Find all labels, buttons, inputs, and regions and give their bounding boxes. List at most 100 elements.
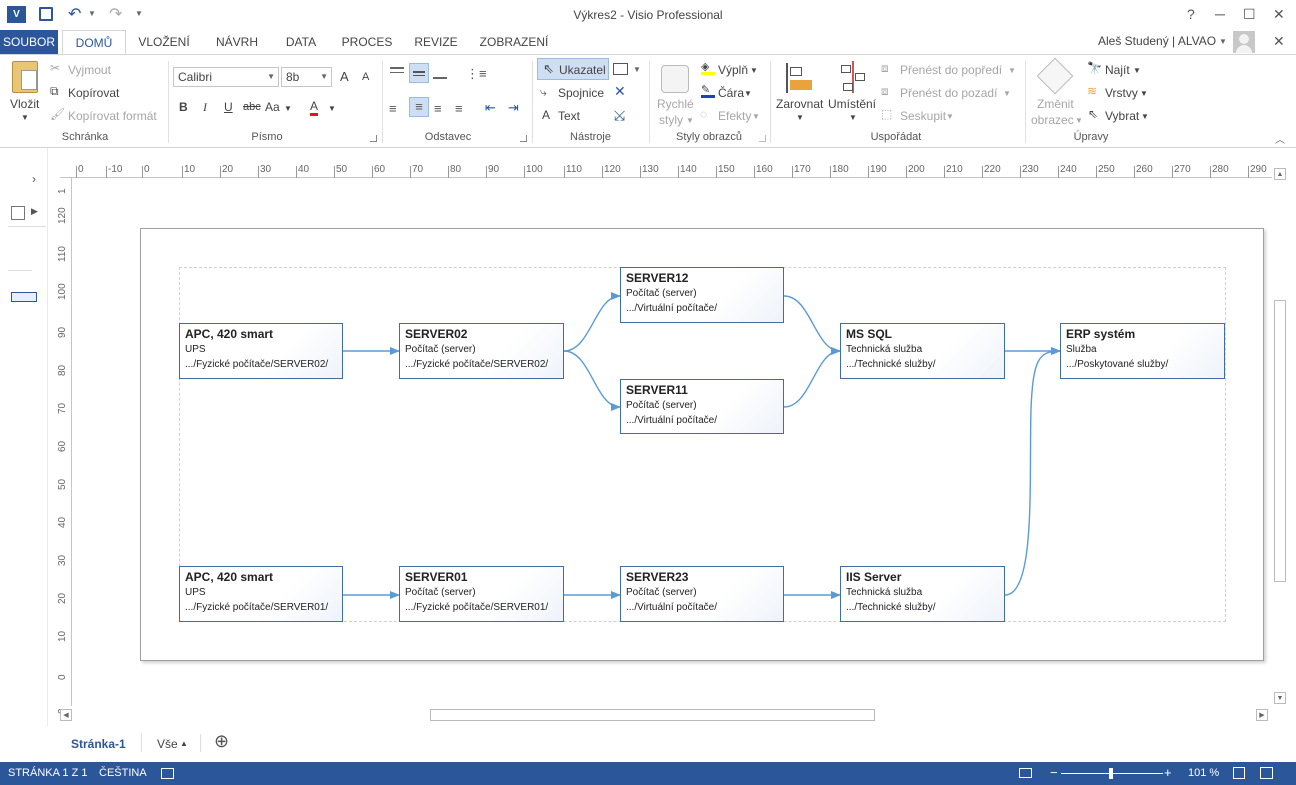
chevron-down-icon[interactable]: ▼ [750, 66, 758, 75]
language-status[interactable]: ČEŠTINA [99, 767, 147, 779]
align-shapes-icon[interactable] [784, 63, 814, 93]
font-size-combo[interactable]: 8b▼ [281, 67, 332, 87]
shapes-stencil-icon[interactable] [11, 206, 25, 220]
redo-icon[interactable]: ↷ [109, 6, 123, 23]
chevron-down-icon[interactable]: ▼ [1133, 66, 1141, 75]
quick-styles-icon[interactable] [661, 65, 689, 93]
vertical-scroll-thumb[interactable] [1274, 300, 1286, 582]
zoom-level[interactable]: 101 % [1188, 767, 1220, 779]
effects-button[interactable]: Efekty [718, 109, 752, 123]
presentation-mode-icon[interactable] [1019, 768, 1032, 778]
horizontal-scrollbar[interactable]: ◀ ▶ [60, 708, 1272, 724]
node-server23[interactable]: SERVER23 Počítač (server) .../Virtuální … [620, 566, 784, 622]
tab-file[interactable]: SOUBOR [0, 30, 58, 54]
data-graphic-icon[interactable] [11, 292, 37, 302]
scroll-down-icon[interactable]: ▼ [1274, 692, 1286, 704]
switch-windows-icon[interactable] [1260, 767, 1273, 779]
tab-home[interactable]: DOMŮ [62, 30, 126, 54]
bring-to-front-button[interactable]: Přenést do popředí [900, 63, 1003, 77]
align-right-icon[interactable]: ≡ [434, 101, 442, 116]
collapse-ribbon-icon[interactable]: ︿ [1275, 135, 1285, 146]
chevron-down-icon[interactable]: ▼ [1008, 66, 1016, 75]
change-shape-label-1[interactable]: Změnit [1037, 97, 1074, 111]
expand-shapes-icon[interactable]: › [32, 172, 36, 186]
zoom-slider-thumb[interactable] [1109, 768, 1113, 779]
close-button[interactable]: ✕ [1273, 6, 1285, 22]
chevron-down-icon[interactable]: ▼ [946, 112, 954, 121]
align-top-icon[interactable] [390, 67, 404, 77]
add-page-button[interactable]: ⊕ [214, 731, 230, 751]
node-erp[interactable]: ERP systém Služba .../Poskytované služby… [1060, 323, 1225, 379]
bullets-icon[interactable]: ⋮≡ [466, 66, 487, 81]
chevron-down-icon[interactable]: ▼ [796, 113, 804, 122]
macro-record-icon[interactable] [161, 768, 174, 779]
node-server01[interactable]: SERVER01 Počítač (server) .../Fyzické po… [399, 566, 564, 622]
tab-design[interactable]: NÁVRH [215, 35, 258, 49]
zoom-in-button[interactable]: + [1164, 765, 1172, 780]
tab-review[interactable]: REVIZE [414, 35, 458, 49]
layers-button[interactable]: Vrstvy [1105, 86, 1138, 100]
chevron-down-icon[interactable]: ▼ [328, 104, 336, 113]
customize-qat-icon[interactable]: ▼ [135, 9, 143, 18]
node-apc-2[interactable]: APC, 420 smart UPS .../Fyzické počítače/… [179, 566, 343, 622]
node-server11[interactable]: SERVER11 Počítač (server) .../Virtuální … [620, 379, 784, 434]
chevron-down-icon[interactable]: ▼ [1141, 112, 1149, 121]
scroll-right-icon[interactable]: ▶ [1256, 709, 1268, 721]
change-shape-label-2[interactable]: obrazec [1031, 113, 1074, 127]
page-tab-1[interactable]: Stránka-1 [71, 737, 126, 751]
fill-button[interactable]: Výplň [718, 63, 749, 77]
font-name-combo[interactable]: Calibri▼ [173, 67, 279, 87]
scroll-left-icon[interactable]: ◀ [60, 709, 72, 721]
undo-icon[interactable]: ↶ [68, 6, 82, 23]
font-dialog-launcher-icon[interactable] [370, 135, 377, 142]
find-button[interactable]: Najít [1105, 63, 1130, 77]
avatar[interactable] [1233, 31, 1255, 53]
justify-icon[interactable]: ≡ [455, 101, 463, 116]
chevron-down-icon[interactable]: ▼ [752, 112, 760, 121]
paste-icon[interactable] [12, 61, 38, 93]
decrease-indent-icon[interactable]: ⇤ [485, 100, 496, 115]
bold-button[interactable]: B [179, 100, 188, 114]
zoom-out-button[interactable]: − [1050, 765, 1058, 780]
align-bottom-icon[interactable] [433, 69, 447, 79]
paste-button[interactable]: Vložit [10, 97, 40, 111]
align-center-icon[interactable]: ≡ [409, 97, 429, 117]
visio-app-icon[interactable]: V [7, 6, 26, 23]
chevron-down-icon[interactable]: ▼ [686, 116, 694, 125]
position-button[interactable]: Umístění [828, 97, 877, 111]
paste-dropdown-icon[interactable]: ▼ [21, 113, 29, 122]
vertical-scrollbar[interactable]: ▲ ▼ [1272, 168, 1288, 708]
close-icon[interactable]: ✕ [614, 83, 626, 99]
align-middle-icon[interactable] [409, 63, 429, 83]
undo-dropdown-icon[interactable]: ▼ [88, 9, 96, 18]
position-icon[interactable] [838, 61, 868, 93]
node-ms-sql[interactable]: MS SQL Technická služba .../Technické sl… [840, 323, 1005, 379]
scroll-up-icon[interactable]: ▲ [1274, 168, 1286, 180]
user-name[interactable]: Aleš Studený | ALVAO [1098, 34, 1217, 48]
grow-font-button[interactable]: A [340, 69, 349, 84]
increase-indent-icon[interactable]: ⇥ [508, 100, 519, 115]
chevron-down-icon[interactable]: ▼ [633, 65, 641, 74]
tab-data[interactable]: DATA [285, 35, 317, 49]
shrink-font-button[interactable]: A [362, 71, 370, 83]
quick-styles-label-1[interactable]: Rychlé [657, 97, 694, 111]
change-shape-icon[interactable] [1036, 57, 1074, 95]
save-icon[interactable] [39, 7, 53, 21]
help-button[interactable]: ? [1187, 6, 1195, 22]
chevron-right-icon[interactable]: ▶ [31, 206, 38, 216]
chevron-down-icon[interactable]: ▼ [849, 113, 857, 122]
copy-button[interactable]: Kopírovat [68, 86, 120, 100]
tab-process[interactable]: PROCES [341, 35, 393, 49]
select-button[interactable]: Vybrat [1105, 109, 1140, 123]
connector-tool-button[interactable]: Spojnice [558, 86, 605, 100]
fit-page-icon[interactable] [1233, 767, 1245, 779]
chevron-down-icon[interactable]: ▼ [744, 89, 752, 98]
pointer-tool-button[interactable]: ⇖ Ukazatel [537, 58, 609, 80]
caret-up-icon[interactable]: ▲ [180, 739, 188, 748]
italic-button[interactable]: I [203, 100, 207, 114]
chevron-down-icon[interactable]: ▼ [1219, 37, 1227, 46]
group-button[interactable]: Seskupit [900, 109, 947, 123]
tab-insert[interactable]: VLOŽENÍ [138, 35, 190, 49]
drawing-page[interactable]: APC, 420 smart UPS .../Fyzické počítače/… [140, 228, 1264, 661]
send-to-back-button[interactable]: Přenést do pozadí [900, 86, 998, 100]
